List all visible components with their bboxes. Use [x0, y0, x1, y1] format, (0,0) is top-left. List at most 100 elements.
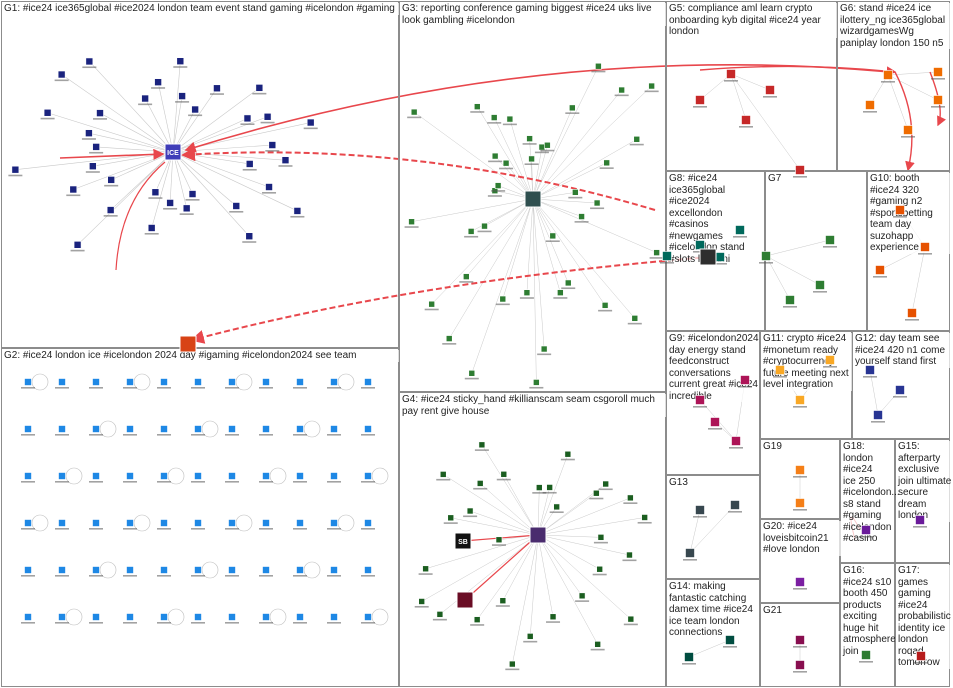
node[interactable] [695, 395, 705, 405]
node[interactable] [166, 199, 174, 207]
node[interactable] [478, 441, 486, 449]
node[interactable] [194, 425, 202, 433]
node[interactable] [106, 206, 115, 214]
node[interactable] [506, 115, 514, 123]
node[interactable] [553, 503, 560, 511]
node[interactable] [364, 519, 372, 527]
node[interactable] [653, 249, 660, 256]
node[interactable] [126, 378, 134, 386]
node[interactable] [523, 289, 531, 296]
node[interactable] [481, 222, 488, 230]
node[interactable] [24, 378, 32, 386]
node[interactable] [194, 472, 202, 480]
node[interactable] [364, 566, 372, 574]
node[interactable] [296, 378, 304, 386]
node[interactable] [933, 67, 943, 77]
node[interactable] [262, 378, 270, 386]
node[interactable] [364, 425, 372, 433]
node[interactable] [795, 395, 805, 405]
node[interactable] [330, 566, 338, 574]
node[interactable] [296, 519, 304, 527]
node[interactable] [126, 519, 134, 527]
node[interactable] [466, 507, 474, 515]
node[interactable] [572, 189, 579, 196]
node[interactable] [24, 425, 32, 433]
node[interactable] [364, 613, 372, 621]
node[interactable] [627, 494, 634, 502]
node[interactable] [85, 57, 94, 66]
node[interactable] [916, 651, 926, 661]
node[interactable] [710, 417, 720, 427]
node[interactable] [24, 566, 32, 574]
node[interactable] [58, 378, 66, 386]
node[interactable] [602, 480, 609, 488]
profile-image-icon[interactable] [529, 526, 547, 544]
node[interactable] [228, 425, 236, 433]
node[interactable] [245, 160, 254, 168]
node[interactable] [418, 598, 426, 605]
node[interactable] [439, 471, 447, 478]
node[interactable] [11, 165, 20, 174]
node[interactable] [903, 125, 913, 135]
node[interactable] [815, 280, 825, 290]
node[interactable] [883, 70, 893, 80]
node[interactable] [715, 252, 725, 262]
node[interactable] [191, 105, 199, 114]
node[interactable] [245, 232, 254, 241]
node[interactable] [92, 378, 100, 386]
node[interactable] [528, 155, 535, 163]
node[interactable] [775, 365, 785, 375]
profile-image-icon[interactable] [524, 190, 542, 208]
node[interactable] [540, 345, 548, 353]
node[interactable] [364, 378, 372, 386]
node[interactable] [436, 611, 444, 618]
node[interactable] [535, 484, 543, 491]
node[interactable] [58, 519, 66, 527]
node[interactable] [731, 436, 741, 446]
node[interactable] [695, 240, 705, 250]
node[interactable] [491, 152, 499, 160]
node[interactable] [43, 108, 52, 117]
node[interactable] [861, 525, 871, 535]
node[interactable] [538, 143, 546, 151]
node[interactable] [228, 378, 236, 386]
profile-image-icon[interactable] [179, 335, 197, 353]
node[interactable] [473, 103, 481, 110]
node[interactable] [785, 295, 795, 305]
node[interactable] [594, 641, 601, 648]
node[interactable] [533, 379, 540, 386]
node[interactable] [228, 566, 236, 574]
node[interactable] [578, 213, 585, 220]
node[interactable] [126, 613, 134, 621]
node[interactable] [160, 613, 168, 621]
node[interactable] [499, 295, 507, 303]
node[interactable] [85, 129, 93, 137]
node[interactable] [741, 115, 751, 125]
node[interactable] [730, 500, 740, 510]
node[interactable] [58, 425, 66, 433]
node[interactable] [549, 613, 557, 621]
node[interactable] [228, 472, 236, 480]
node[interactable] [268, 141, 277, 149]
node[interactable] [502, 159, 510, 167]
node[interactable] [549, 232, 557, 240]
ice-logo-icon[interactable] [164, 143, 182, 161]
node[interactable] [627, 615, 635, 623]
node[interactable] [631, 315, 639, 322]
node[interactable] [597, 534, 605, 541]
node[interactable] [194, 378, 202, 386]
node[interactable] [330, 425, 338, 433]
node[interactable] [92, 566, 100, 574]
node[interactable] [296, 425, 304, 433]
node[interactable] [92, 143, 100, 151]
node[interactable] [915, 515, 925, 525]
node[interactable] [262, 472, 270, 480]
node[interactable] [176, 57, 185, 65]
node[interactable] [795, 660, 805, 670]
node[interactable] [330, 519, 338, 527]
node[interactable] [262, 519, 270, 527]
node[interactable] [825, 235, 835, 245]
node[interactable] [662, 251, 672, 261]
profile-image-icon[interactable] [454, 532, 472, 550]
node[interactable] [618, 86, 625, 94]
